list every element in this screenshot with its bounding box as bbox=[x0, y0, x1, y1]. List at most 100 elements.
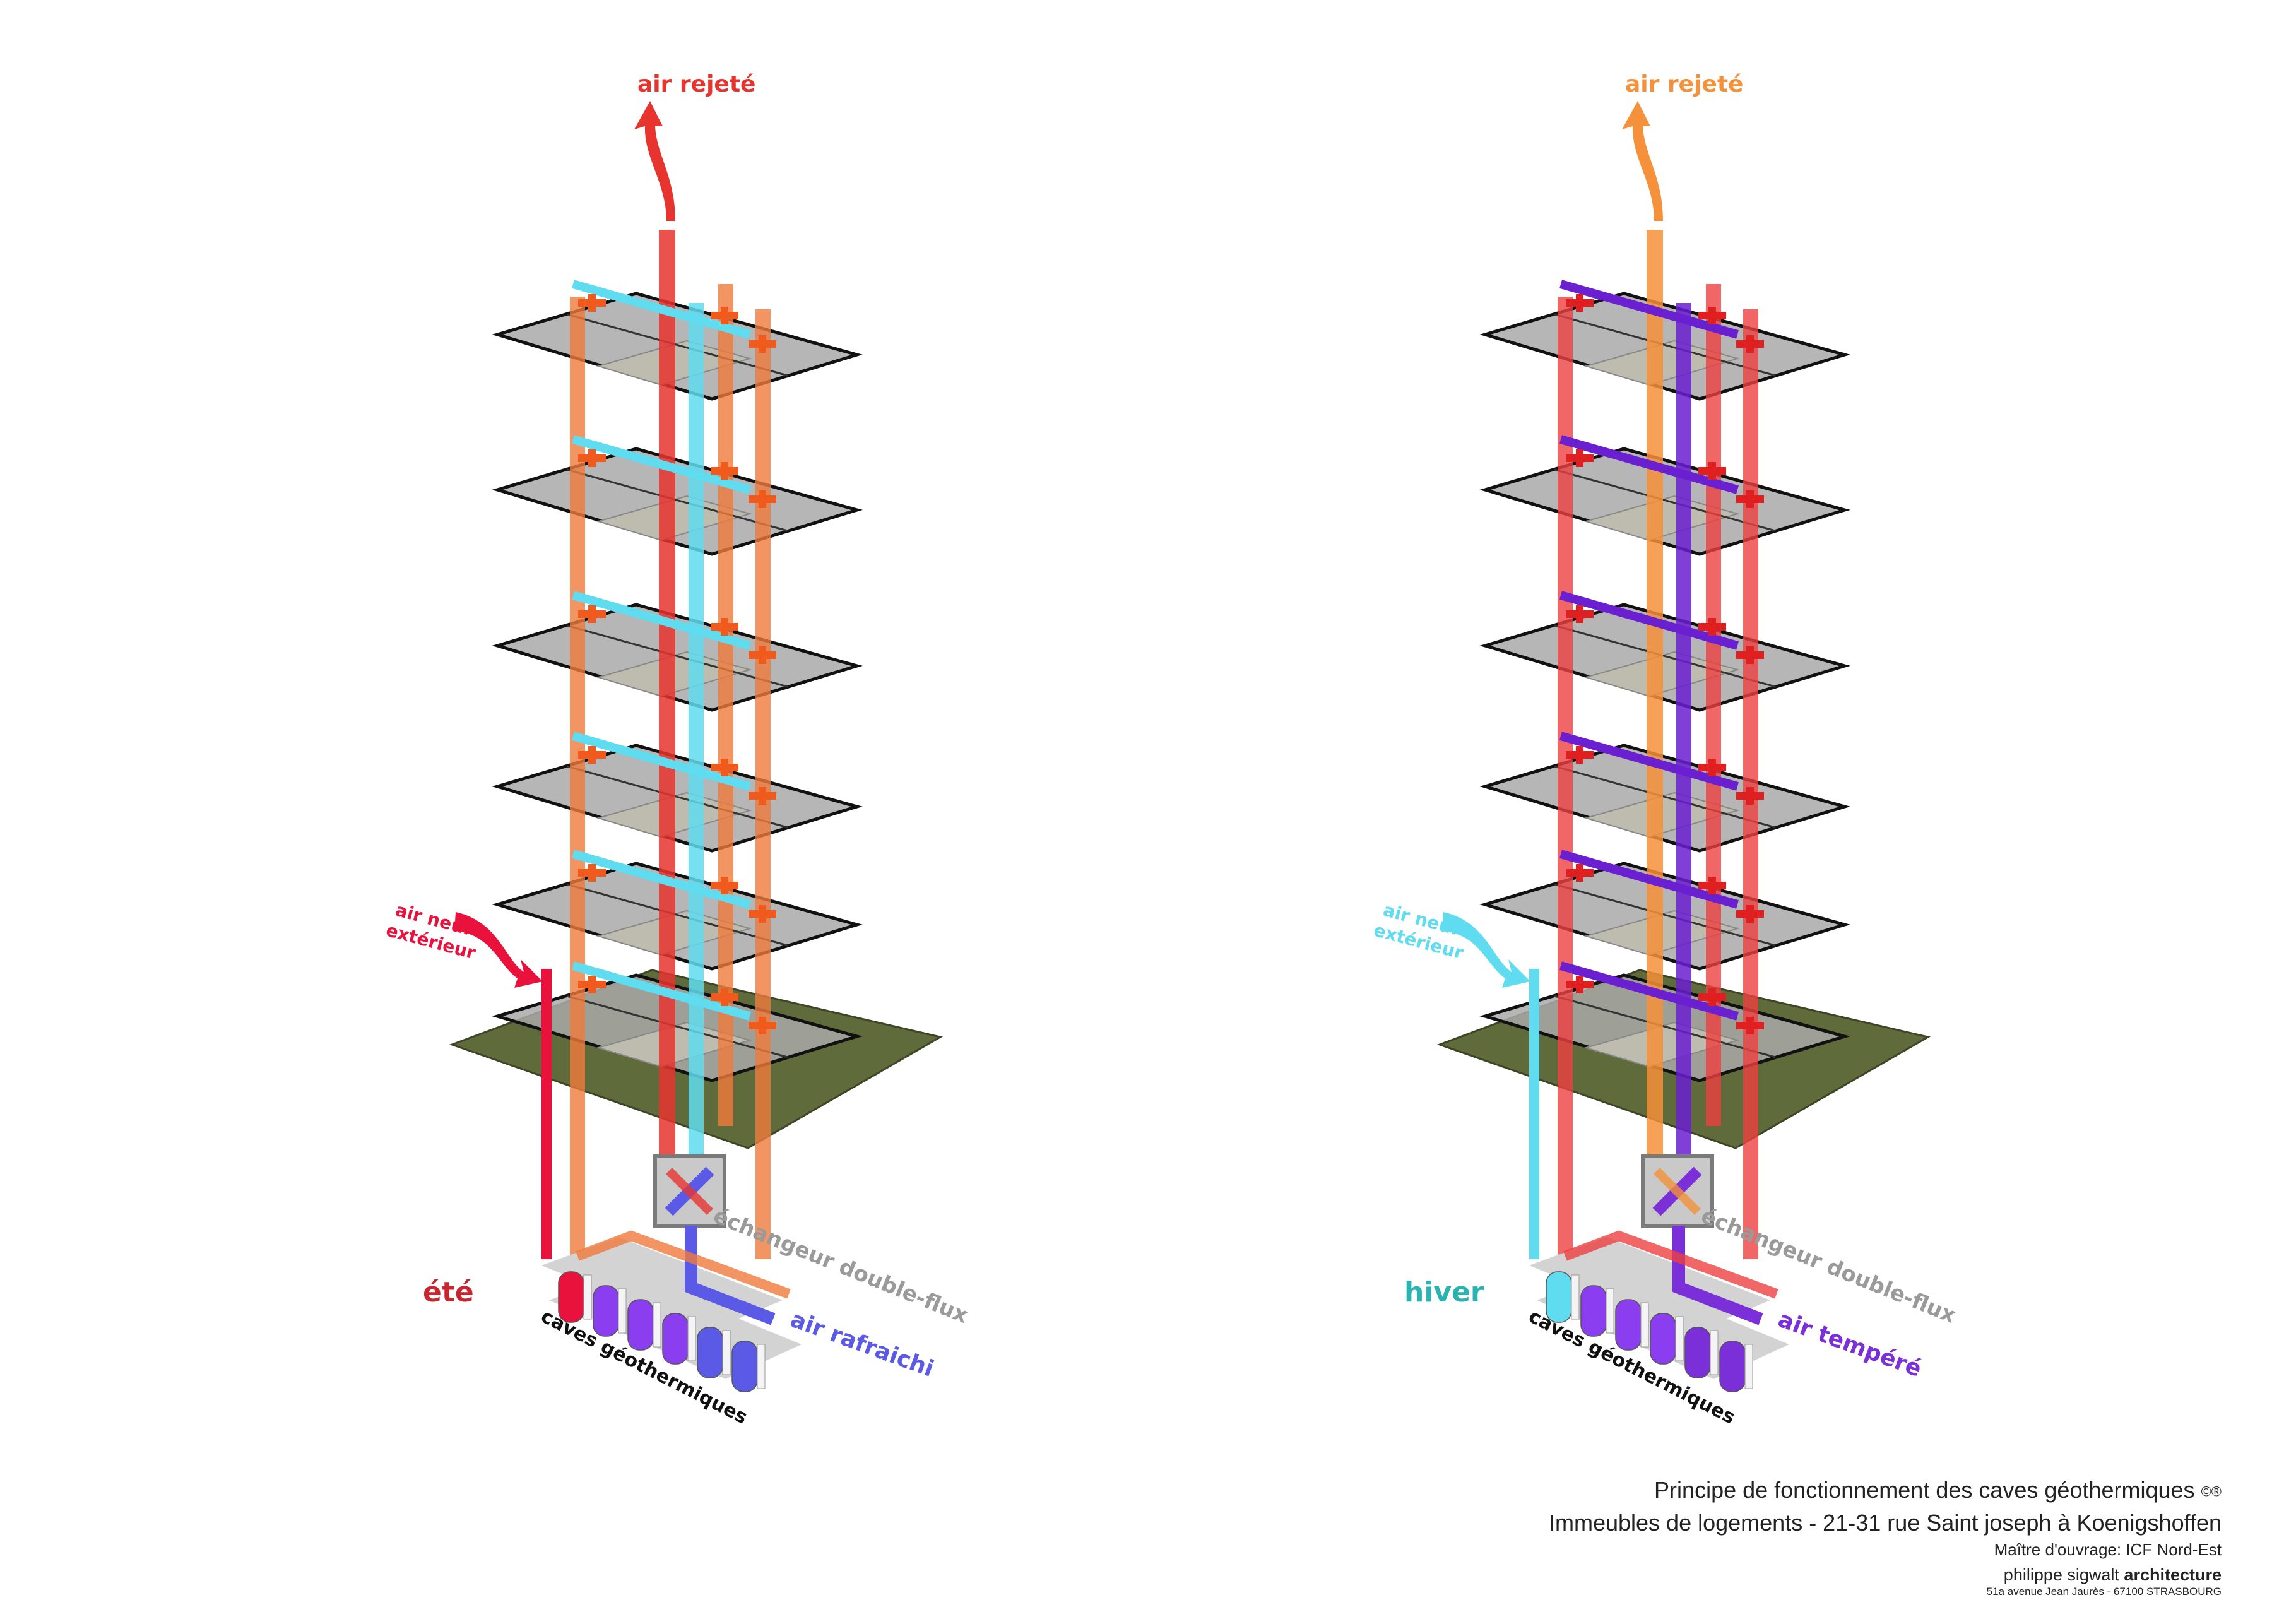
vent-outlet-icon bbox=[1698, 877, 1726, 894]
caption-address: 51a avenue Jean Jaurès - 67100 STRASBOUR… bbox=[1986, 1585, 2222, 1597]
vent-outlet-icon bbox=[1736, 490, 1764, 508]
vent-outlet-icon bbox=[711, 877, 738, 894]
exhaust-arrow-icon bbox=[634, 101, 675, 221]
vent-outlet-icon bbox=[1698, 307, 1726, 324]
cave-wall bbox=[757, 1344, 766, 1389]
vent-outlet-icon bbox=[578, 746, 606, 764]
exhaust-label: air rejeté bbox=[637, 71, 755, 97]
vent-outlet-icon bbox=[578, 864, 606, 882]
exhaust-collector-duct bbox=[576, 1230, 791, 1299]
vent-outlet-icon bbox=[749, 905, 776, 923]
riser-duct bbox=[718, 284, 733, 1126]
vent-outlet-icon bbox=[1566, 864, 1594, 882]
distribution-branch bbox=[1559, 850, 1739, 909]
season-label: hiver bbox=[1404, 1276, 1484, 1308]
cave-serpentine-duct bbox=[1684, 1327, 1711, 1378]
vent-outlet-icon bbox=[749, 335, 776, 353]
cave-wall bbox=[687, 1316, 696, 1361]
vent-outlet-icon bbox=[578, 976, 606, 993]
vent-outlet-icon bbox=[1736, 646, 1764, 664]
supply-duct bbox=[1676, 303, 1691, 1187]
distribution-branch bbox=[572, 850, 751, 909]
cave-serpentine-duct bbox=[1719, 1341, 1746, 1392]
heat-exchanger bbox=[1641, 1154, 1714, 1228]
vent-outlet-icon bbox=[749, 646, 776, 664]
floor-wall bbox=[1554, 313, 1776, 377]
cave-wall bbox=[722, 1330, 731, 1375]
vent-outlet-icon bbox=[711, 759, 738, 776]
exchanger-flow bbox=[1654, 1168, 1701, 1215]
distribution-branch bbox=[1559, 591, 1739, 650]
vent-outlet-icon bbox=[749, 1017, 776, 1034]
vent-outlet-icon bbox=[578, 605, 606, 623]
cave-serpentine-duct bbox=[1580, 1285, 1607, 1337]
distribution-branch bbox=[572, 280, 751, 339]
cave-serpentine-duct bbox=[1615, 1299, 1642, 1351]
vent-outlet-icon bbox=[1698, 759, 1726, 776]
cave-wall bbox=[583, 1274, 592, 1320]
exhaust-collector-duct bbox=[1563, 1230, 1778, 1299]
floor-wall bbox=[566, 468, 788, 532]
riser-duct bbox=[755, 309, 771, 1259]
riser-duct bbox=[1706, 284, 1721, 1126]
floor-wall bbox=[1554, 624, 1776, 688]
cave-wall bbox=[1640, 1302, 1649, 1348]
cave-serpentine-duct bbox=[627, 1299, 654, 1351]
distribution-branch bbox=[572, 591, 751, 650]
cave-wall bbox=[1710, 1330, 1719, 1375]
cave-wall bbox=[1675, 1316, 1684, 1361]
supply-label: air rafraichi bbox=[787, 1307, 937, 1382]
distribution-branch bbox=[1559, 280, 1739, 339]
cave-serpentine-duct bbox=[593, 1285, 619, 1337]
distribution-branch bbox=[572, 435, 751, 494]
cave-serpentine-duct bbox=[662, 1313, 689, 1365]
exchanger-flow bbox=[666, 1168, 713, 1215]
vent-outlet-icon bbox=[711, 618, 738, 636]
intake-duct bbox=[541, 969, 552, 1259]
distribution-branch bbox=[572, 961, 751, 1021]
exchanger-frame bbox=[653, 1154, 726, 1228]
vent-outlet-icon bbox=[1566, 605, 1594, 623]
exhaust-label: air rejeté bbox=[1625, 71, 1743, 97]
exhaust-arrow-icon bbox=[1622, 101, 1663, 221]
heat-exchanger bbox=[653, 1154, 726, 1228]
cave-wall bbox=[1744, 1344, 1753, 1389]
caption-project: Immeubles de logements - 21-31 rue Saint… bbox=[1548, 1510, 2222, 1536]
vent-outlet-icon bbox=[1566, 746, 1594, 764]
vent-outlet-icon bbox=[1698, 988, 1726, 1006]
vent-outlet-icon bbox=[1736, 335, 1764, 353]
intake-duct bbox=[1529, 969, 1539, 1259]
distribution-branch bbox=[1559, 435, 1739, 494]
vent-outlet-icon bbox=[711, 307, 738, 324]
floor-wall bbox=[566, 765, 788, 829]
vent-outlet-icon bbox=[1698, 462, 1726, 480]
cave-serpentine-duct bbox=[1650, 1313, 1676, 1365]
geothermal-caves bbox=[1529, 1226, 1789, 1392]
vent-outlet-icon bbox=[1566, 449, 1594, 467]
caves-base bbox=[1529, 1237, 1770, 1332]
intake-arrow-icon bbox=[1442, 912, 1530, 988]
firm-name: philippe sigwalt bbox=[2003, 1565, 2119, 1584]
vent-outlet-icon bbox=[711, 462, 738, 480]
vent-outlet-icon bbox=[749, 787, 776, 805]
caves-base bbox=[541, 1237, 783, 1332]
vent-outlet-icon bbox=[1736, 1017, 1764, 1034]
exhaust-duct bbox=[659, 230, 675, 1177]
caption-firm: philippe sigwalt architecture bbox=[2004, 1565, 2222, 1585]
vent-outlet-icon bbox=[749, 490, 776, 508]
floor-wall bbox=[1554, 883, 1776, 947]
vent-outlet-icon bbox=[711, 988, 738, 1006]
vent-outlet-icon bbox=[1736, 787, 1764, 805]
floor-wall bbox=[566, 624, 788, 688]
cave-serpentine-duct bbox=[731, 1341, 758, 1392]
supply-duct bbox=[689, 303, 704, 1187]
floor-wall bbox=[566, 883, 788, 947]
geothermal-caves bbox=[541, 1226, 802, 1392]
season-label: été bbox=[423, 1276, 474, 1308]
firm-type: architecture bbox=[2124, 1565, 2222, 1584]
exhaust-duct bbox=[1647, 230, 1663, 1177]
cave-wall bbox=[1571, 1274, 1580, 1320]
cave-wall bbox=[618, 1288, 627, 1334]
